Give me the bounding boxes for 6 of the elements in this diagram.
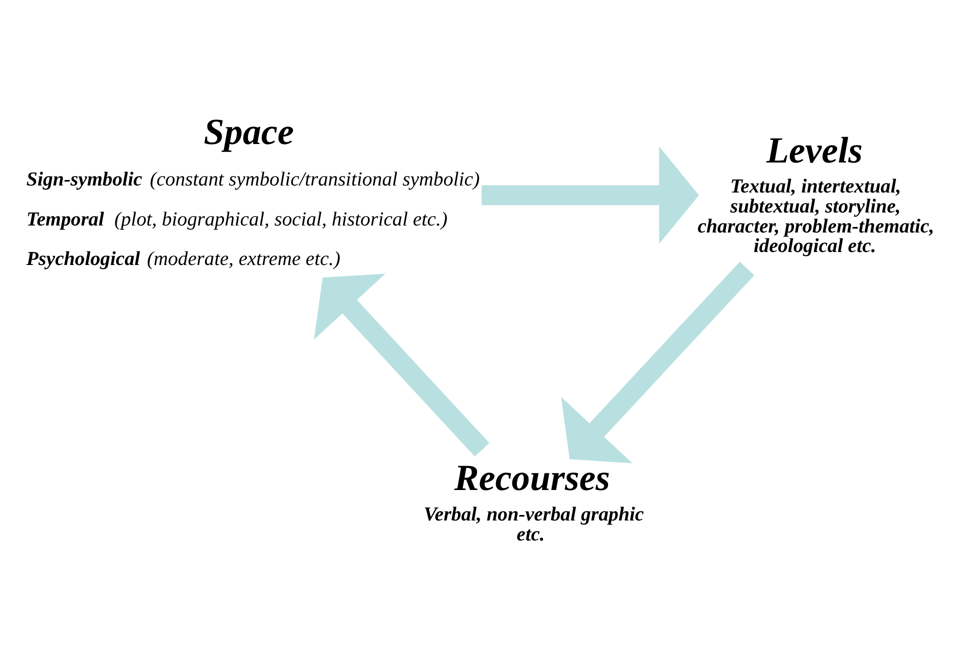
- node-text: Space Sign-symbolic (constant symbolic/transitional symbolic) Temporal (plot, biographical, social, historical etc.) Psychological (moderate, extreme etc.): [26, 110, 480, 270]
- node-text: Recourses Verbal, non-verbal graphic etc.: [424, 457, 644, 546]
- arrow: [482, 146, 699, 244]
- arrow: [314, 274, 490, 456]
- node-text: Levels Textual, intertextual, subtextual, storyline, character, problem-thematic, ideological etc.: [698, 129, 934, 258]
- arrow: [561, 262, 754, 464]
